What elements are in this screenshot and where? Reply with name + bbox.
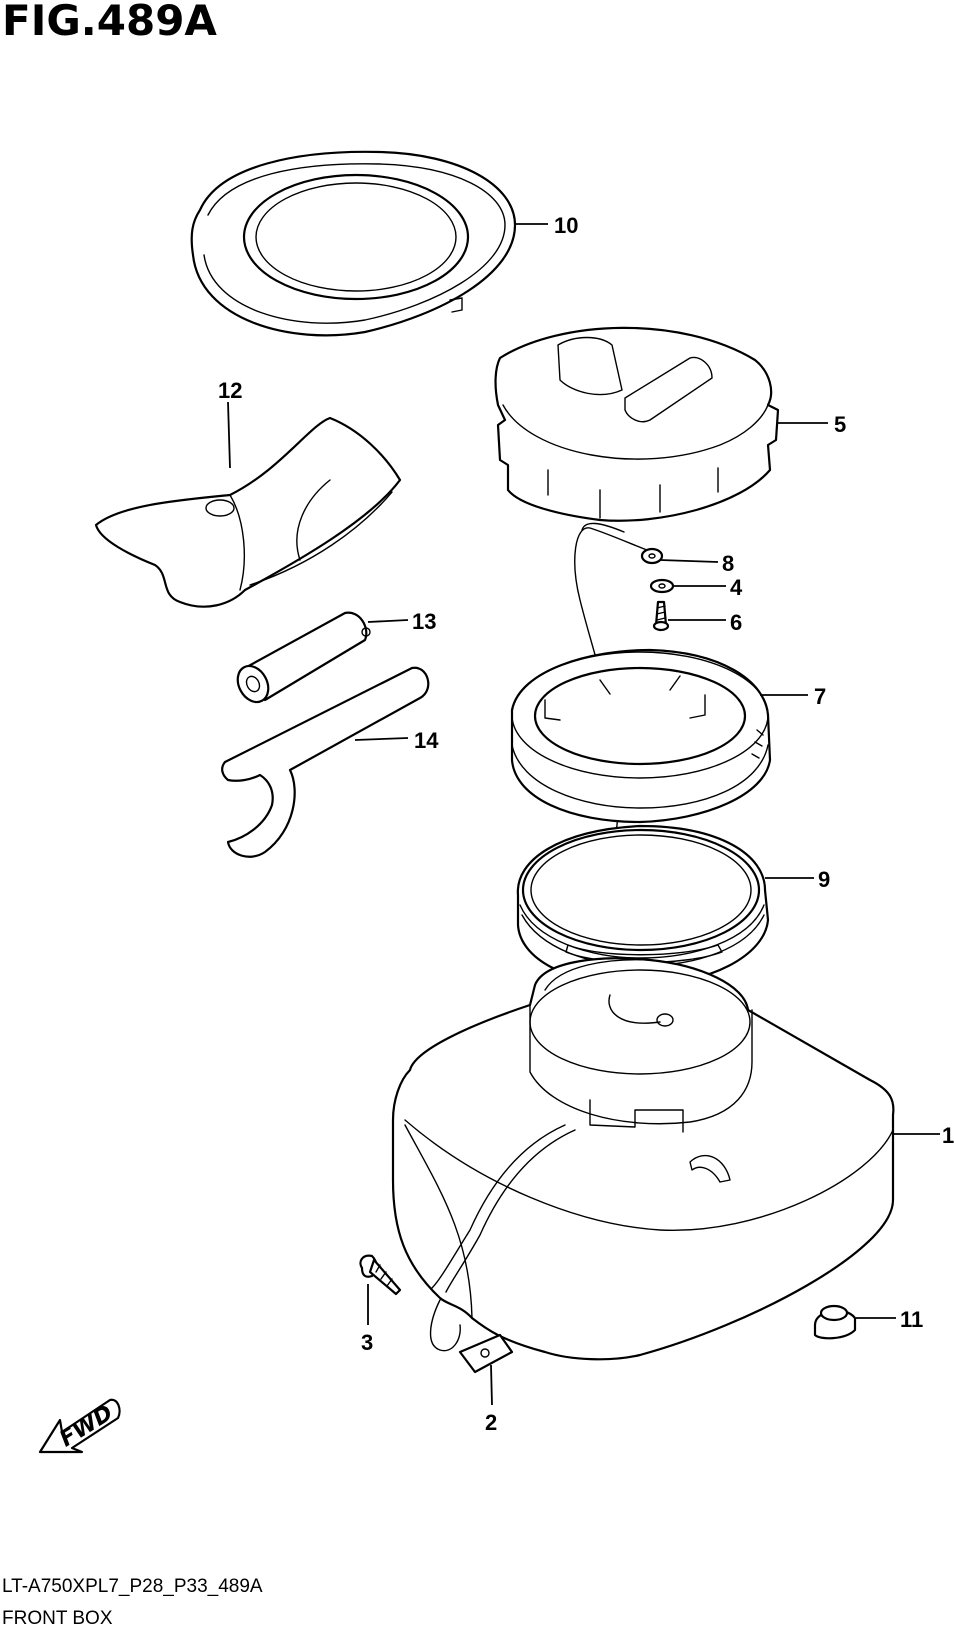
part-4-washer[interactable] bbox=[649, 578, 675, 594]
callout-11: 11 bbox=[900, 1307, 923, 1332]
forward-arrow-icon bbox=[38, 1398, 121, 1454]
part-11-grommet[interactable] bbox=[813, 1304, 857, 1340]
callout-2: 2 bbox=[485, 1410, 497, 1435]
part-14-wrench[interactable] bbox=[221, 666, 430, 858]
callout-10: 10 bbox=[554, 213, 578, 238]
callout-12: 12 bbox=[218, 378, 242, 403]
part-10-gasket[interactable] bbox=[190, 150, 517, 337]
callout-8: 8 bbox=[722, 551, 734, 576]
figure-title: FIG.489A bbox=[2, 0, 217, 45]
fwd-label: FWD bbox=[56, 1401, 118, 1453]
part-12-bag[interactable] bbox=[94, 416, 402, 608]
part-6-screw[interactable] bbox=[652, 600, 670, 632]
section-name: FRONT BOX bbox=[2, 1608, 113, 1629]
part-9-threaded-neck[interactable] bbox=[516, 824, 770, 987]
callout-4: 4 bbox=[730, 575, 743, 600]
callout-9: 9 bbox=[818, 867, 830, 892]
part-2-bracket[interactable] bbox=[429, 1299, 514, 1374]
callout-1: 1 bbox=[942, 1123, 954, 1148]
callout-7: 7 bbox=[814, 684, 826, 709]
callout-5: 5 bbox=[834, 412, 846, 437]
callout-13: 13 bbox=[412, 609, 436, 634]
part-7-lock-ring[interactable] bbox=[510, 648, 772, 824]
part-1-front-box[interactable] bbox=[391, 957, 895, 1361]
part-13-cylinder[interactable] bbox=[232, 611, 371, 708]
leader-lines bbox=[227, 223, 940, 1406]
diagram-code: LT-A750XPL7_P28_P33_489A bbox=[2, 1576, 263, 1597]
callout-6: 6 bbox=[730, 610, 742, 635]
part-3-screw[interactable] bbox=[359, 1254, 402, 1296]
part-5-cap[interactable] bbox=[494, 326, 780, 522]
callout-3: 3 bbox=[361, 1330, 373, 1355]
callout-14: 14 bbox=[414, 728, 439, 753]
